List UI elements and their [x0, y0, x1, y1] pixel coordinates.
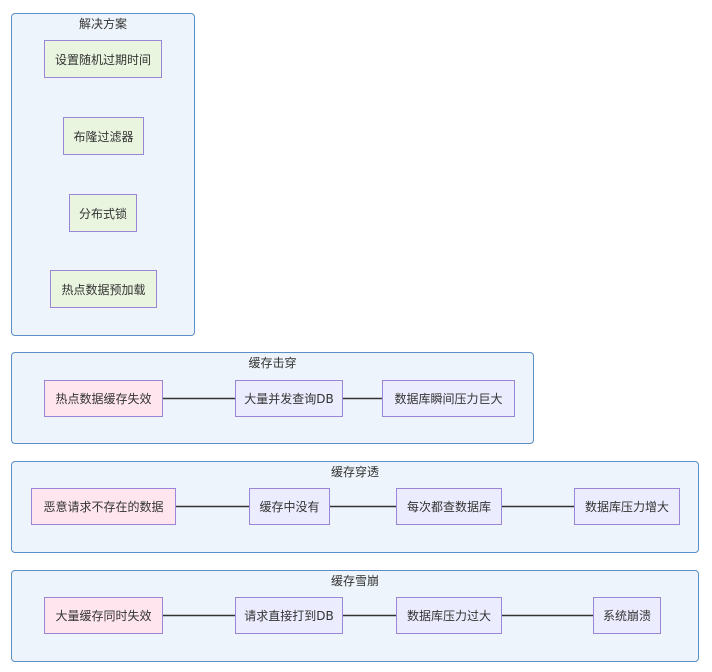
avalanche-step-3: 数据库压力过大: [396, 597, 502, 634]
penetration-title: 缓存穿透: [330, 465, 379, 479]
penetration-step-3: 每次都查数据库: [396, 488, 502, 525]
penetration-step-2: 缓存中没有: [249, 488, 330, 525]
breakdown-step-2: 大量并发查询DB: [235, 380, 343, 417]
solution-random-expiry: 设置随机过期时间: [44, 40, 162, 78]
breakdown-step-3: 数据库瞬间压力巨大: [382, 380, 515, 417]
avalanche-step-2: 请求直接打到DB: [235, 597, 343, 634]
avalanche-title: 缓存雪崩: [330, 574, 379, 588]
solution-hotspot-preload: 热点数据预加载: [50, 270, 157, 308]
penetration-step-4: 数据库压力增大: [574, 488, 680, 525]
solution-bloom-filter: 布隆过滤器: [63, 117, 144, 155]
solution-distributed-lock: 分布式锁: [69, 194, 137, 232]
breakdown-title: 缓存击穿: [248, 356, 297, 370]
penetration-step-1: 恶意请求不存在的数据: [31, 488, 176, 525]
avalanche-step-1: 大量缓存同时失效: [44, 597, 163, 634]
solutions-title: 解决方案: [78, 17, 127, 31]
breakdown-step-1: 热点数据缓存失效: [44, 380, 163, 417]
avalanche-step-4: 系统崩溃: [593, 597, 661, 634]
